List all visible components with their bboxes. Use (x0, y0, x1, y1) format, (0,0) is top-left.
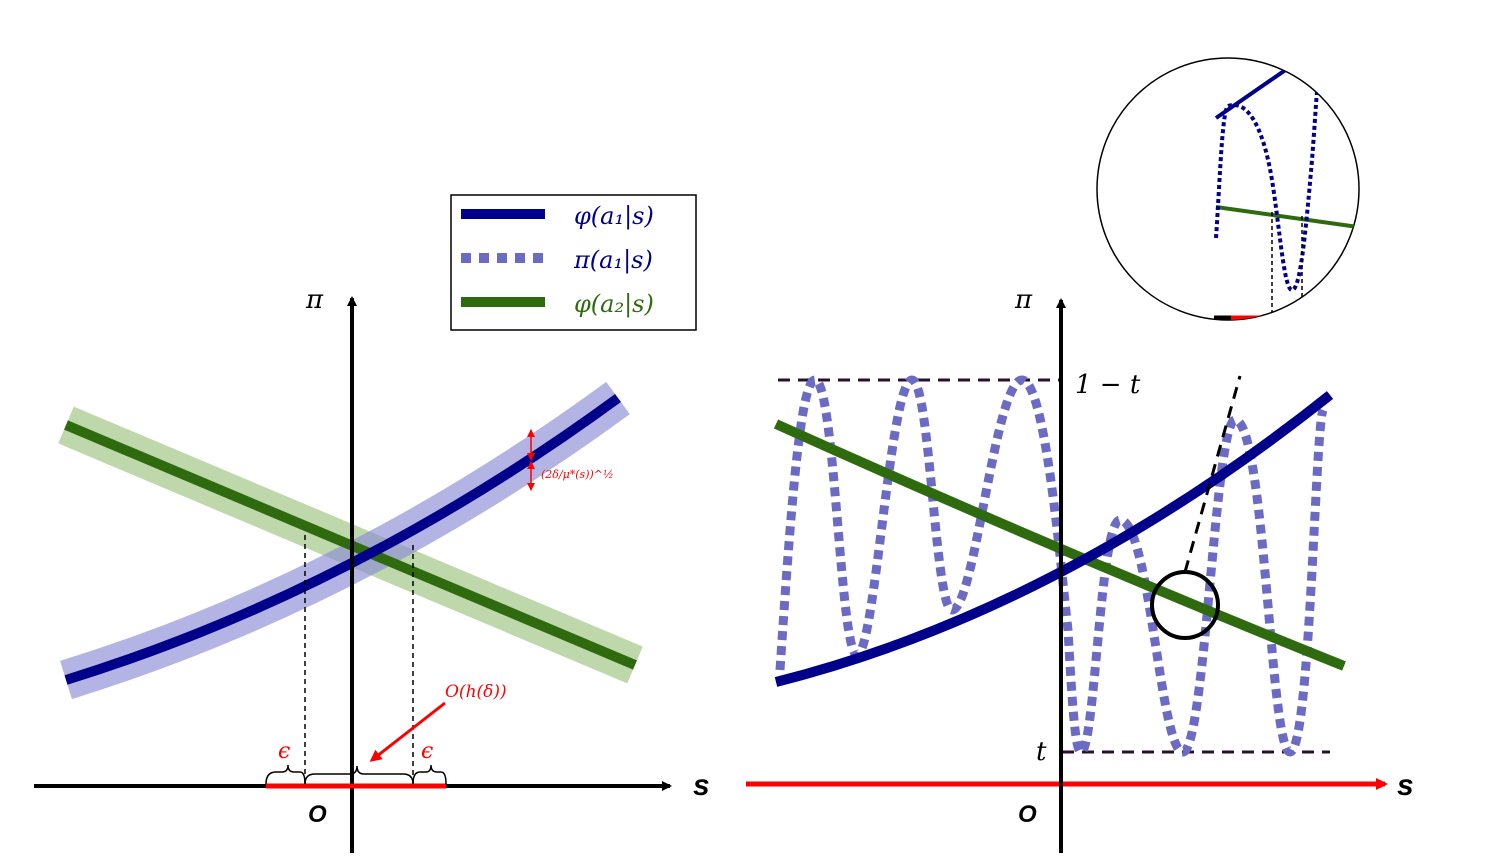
zoom-middle-label: O(δ^k/n²) (1265, 342, 1315, 353)
zoom-inset-circle (1096, 57, 1360, 321)
legend-label-3: φ(a₂|s) (574, 290, 654, 319)
left-y-axis-label: π (305, 285, 324, 315)
right-top-level-label: 1 − t (1075, 370, 1141, 400)
left-epsilon-right: ϵ (421, 739, 433, 764)
right-bottom-level-label: t (1036, 737, 1047, 767)
left-brace-eps-right (412, 764, 447, 785)
zoom-brace-middle (1272, 321, 1302, 331)
zoom-green-line (1215, 205, 1359, 229)
left-blue-curve (64, 393, 621, 685)
left-x-axis-label: s (693, 769, 710, 802)
left-arrow-label: O(h(δ)) (445, 682, 507, 702)
zoom-brace-right (1302, 321, 1343, 331)
right-y-axis-label: π (1014, 285, 1033, 315)
zoom-dotted-curve (1214, 58, 1325, 293)
zoom-epsilon-left: ϵ (1243, 334, 1254, 355)
zoom-inset: ϵ O(δ^k/n²) ϵ (1096, 57, 1360, 355)
left-brace-middle (304, 765, 414, 785)
zoom-blue-line (1214, 58, 1354, 120)
right-x-axis-label: s (1397, 769, 1414, 802)
legend-label-2: π(a₁|s) (573, 246, 653, 275)
left-band-width-label: (2δ/μ*(s))^½ (541, 468, 614, 481)
left-brace-eps-left (265, 764, 306, 785)
zoom-brace-left (1231, 321, 1272, 331)
right-blue-curve (774, 391, 1334, 687)
left-epsilon-left: ϵ (278, 739, 290, 764)
left-origin-label: O (308, 801, 327, 828)
left-panel: ϵ ϵ O(h(δ)) π s O (2δ/μ*(s))^½ (34, 285, 710, 853)
right-dotted-policy (775, 375, 1328, 757)
right-zoom-connector (1183, 375, 1242, 573)
left-red-arrow (369, 701, 446, 762)
right-panel: π s O 1 − t t (746, 285, 1414, 853)
legend: φ(a₁|s) π(a₁|s) φ(a₂|s) (450, 194, 697, 331)
right-origin-label: O (1018, 801, 1037, 828)
zoom-epsilon-right: ϵ (1319, 334, 1330, 355)
legend-label-1: φ(a₁|s) (574, 202, 654, 231)
